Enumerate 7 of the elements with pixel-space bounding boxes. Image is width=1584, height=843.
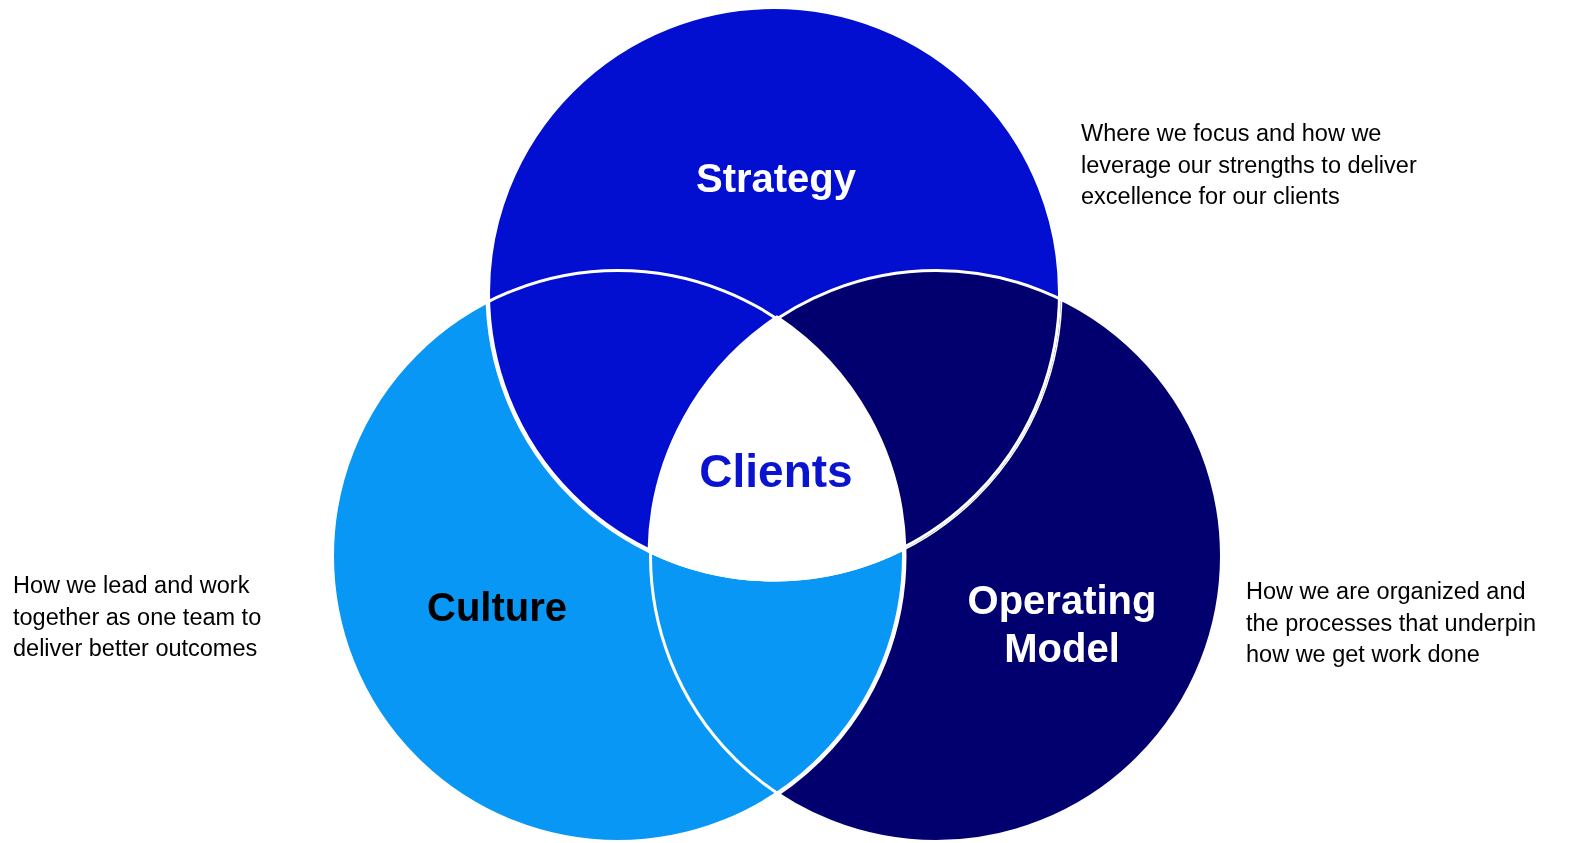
circle-label: Culture bbox=[427, 584, 567, 631]
circle-label: Operating Model bbox=[966, 577, 1158, 672]
description-text: How we are organized and the processes that underpin how we get work done bbox=[1246, 577, 1538, 670]
description-text: How we lead and work together as one team to deliver better outcomes bbox=[13, 571, 263, 664]
circle-label: Clients bbox=[699, 444, 853, 500]
circle-label: Strategy bbox=[695, 155, 857, 202]
description-text: Where we focus and how we leverage our strengths to deliver excellence for our clients bbox=[1081, 119, 1418, 212]
